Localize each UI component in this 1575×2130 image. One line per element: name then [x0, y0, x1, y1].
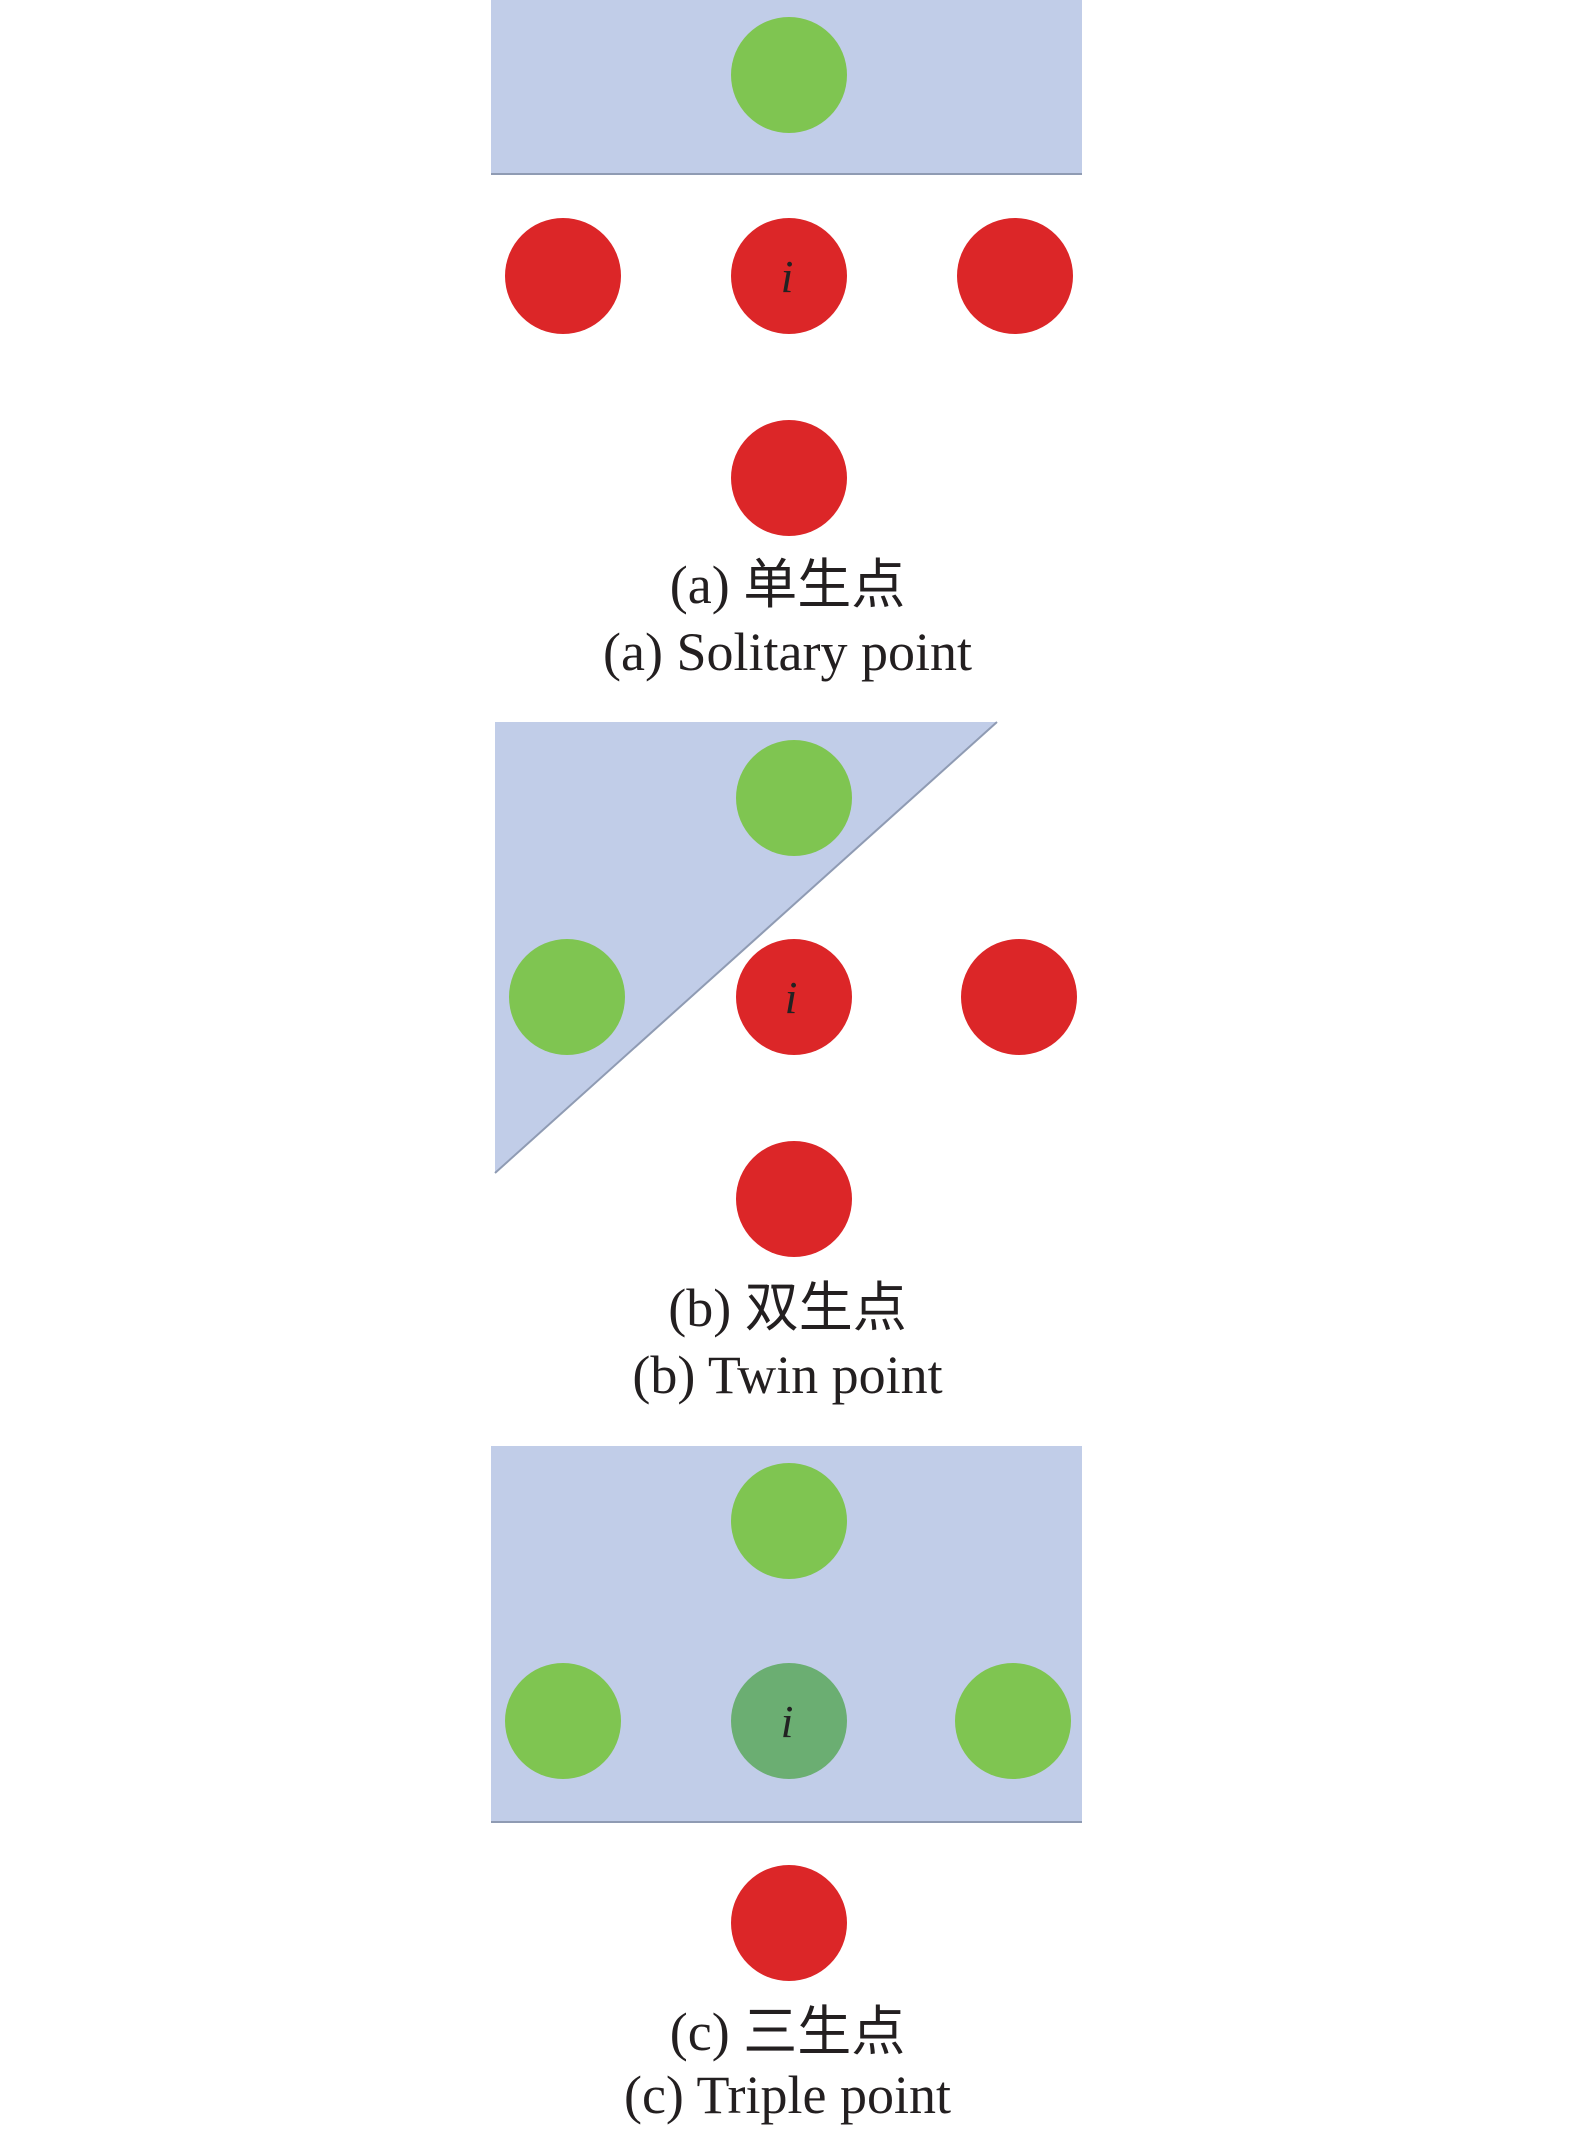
panel-c-node-right [955, 1663, 1071, 1779]
panel-c-node-center-label: i [781, 1696, 794, 1747]
panel-a-caption-en: (a) Solitary point [603, 622, 972, 682]
panel-c: i [491, 1446, 1082, 1981]
panel-a: i [491, 0, 1082, 536]
panel-c-node-center [731, 1663, 847, 1779]
panel-c-caption-cn: (c) 三生点 [669, 2002, 906, 2062]
panel-a-node-left [505, 218, 621, 334]
panel-b-node-right [961, 939, 1077, 1055]
panel-a-node-center [731, 218, 847, 334]
panel-b-caption-cn: (b) 双生点 [668, 1278, 907, 1338]
panel-b-node-bottom [736, 1141, 852, 1257]
panel-b-caption-en: (b) Twin point [632, 1345, 943, 1405]
panel-a-node-top [731, 17, 847, 133]
panel-b-region-edge [494, 721, 998, 1174]
panel-b-node-center-label: i [785, 972, 798, 1023]
panel-c-node-bottom [731, 1865, 847, 1981]
panel-b-node-left [509, 939, 625, 1055]
panel-a-node-right [957, 218, 1073, 334]
panel-c-node-left [505, 1663, 621, 1779]
panel-c-caption-en: (c) Triple point [623, 2065, 951, 2125]
panel-b-node-top [736, 740, 852, 856]
panel-c-node-top [731, 1463, 847, 1579]
panel-a-node-bottom [731, 420, 847, 536]
panel-a-caption-cn: (a) 单生点 [669, 555, 906, 615]
panel-a-node-center-label: i [781, 251, 794, 302]
panel-b-node-center [736, 939, 852, 1055]
panel-b: i [494, 721, 1077, 1257]
